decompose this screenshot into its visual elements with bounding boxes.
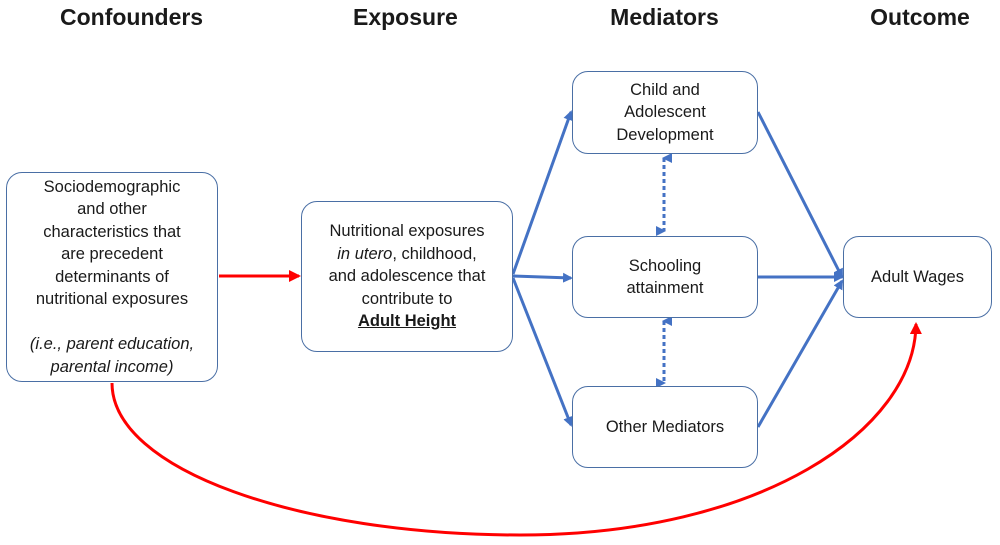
confounders-text-line: and other	[77, 200, 147, 219]
header-confounders: Confounders	[60, 4, 204, 30]
confounders-example-line: parental income)	[50, 357, 174, 376]
arrow-other-mediators-to-outcome	[756, 279, 844, 428]
confounders-box: Sociodemographic and other characteristi…	[6, 172, 218, 382]
confounders-text-line: nutritional exposures	[35, 290, 189, 309]
header-exposure: Exposure	[353, 4, 458, 30]
schooling-text-line: Schooling	[628, 256, 702, 275]
header-mediators: Mediators	[610, 4, 719, 30]
schooling-text-line: attainment	[626, 279, 704, 297]
child-development-box: Child and Adolescent Development	[572, 71, 758, 154]
confounders-text-line: determinants of	[55, 267, 169, 286]
child-development-text-line: Child and	[630, 80, 700, 99]
confounders-text-line: characteristics that	[43, 222, 181, 241]
exposure-text-fragment: , childhood,	[392, 244, 477, 263]
child-development-text-line: Adolescent	[624, 103, 706, 122]
other-mediators-box: Other Mediators	[572, 386, 758, 468]
arrow-exposure-to-other-mediators	[511, 277, 573, 427]
exposure-in-utero: in utero	[337, 244, 393, 263]
arrow-confounders-to-outcome	[110, 322, 922, 537]
confounders-text-line: are precedent	[61, 245, 163, 264]
exposure-text-line: contribute to	[361, 289, 453, 308]
other-mediators-label: Other Mediators	[605, 417, 725, 436]
schooling-box: Schooling attainment	[572, 236, 758, 318]
arrow-exposure-to-child-development	[511, 110, 574, 275]
exposure-box: Nutritional exposures in utero, childhoo…	[301, 201, 513, 352]
confounders-text-line: Sociodemographic	[43, 177, 181, 196]
exposure-adult-height: Adult Height	[357, 312, 457, 331]
outcome-label: Adult Wages	[871, 267, 964, 286]
exposure-text-line: Nutritional exposures	[329, 222, 485, 241]
arrow-child-development-to-outcome	[756, 111, 844, 279]
arrow-exposure-to-schooling	[512, 272, 573, 283]
exposure-text-line: and adolescence that	[328, 267, 486, 286]
child-development-text-line: Development	[616, 125, 714, 144]
exposure-text-line: in utero, childhood,	[329, 243, 486, 266]
confounders-example-line: (i.e., parent education,	[29, 335, 195, 354]
outcome-box: Adult Wages	[843, 236, 992, 318]
header-outcome: Outcome	[870, 4, 970, 30]
